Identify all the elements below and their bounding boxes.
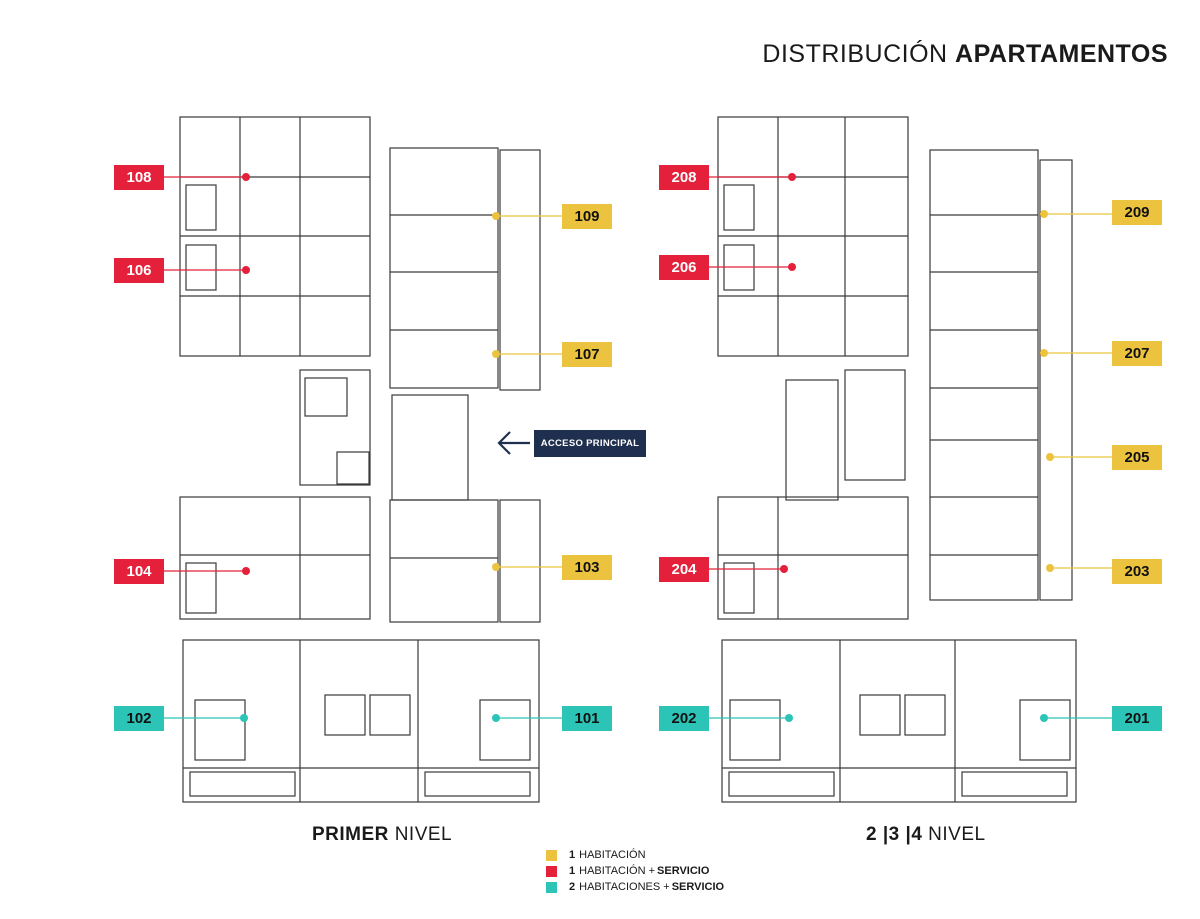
- unit-tag-202[interactable]: 202: [659, 706, 709, 731]
- plan-first-level: [179, 116, 541, 803]
- plan-upper-levels: [717, 116, 1077, 803]
- unit-tag-208[interactable]: 208: [659, 165, 709, 190]
- level-upper-bold: 2 |3 |4: [866, 824, 923, 845]
- block-left-lower: [179, 496, 371, 620]
- title-light: DISTRIBUCIÓN: [762, 40, 948, 68]
- balcony-hatch: [1039, 159, 1073, 601]
- legend-text: HABITACIÓN +: [579, 865, 656, 877]
- balcony-hatch: [185, 562, 217, 614]
- unit-tag-206[interactable]: 206: [659, 255, 709, 280]
- stair-core: [299, 369, 371, 486]
- legend-text: HABITACIONES +: [579, 881, 670, 893]
- unit-tag-204[interactable]: 204: [659, 557, 709, 582]
- unit-dots: [240, 173, 1054, 722]
- legend-extra: SERVICIO: [671, 881, 725, 893]
- legend-num: 2: [569, 881, 576, 893]
- access-label: ACCESO PRINCIPAL: [534, 430, 646, 457]
- legend-text: HABITACIÓN: [579, 849, 646, 861]
- level-upper-light: NIVEL: [928, 824, 986, 845]
- block-right-column: [929, 149, 1039, 601]
- title-bold: APARTAMENTOS: [955, 40, 1168, 68]
- level-first-light: NIVEL: [394, 824, 453, 845]
- unit-tag-205[interactable]: 205: [1112, 445, 1162, 470]
- block-center-upper: [389, 147, 499, 389]
- legend-swatch: [546, 865, 557, 877]
- balcony-hatch: [185, 244, 217, 291]
- unit-tag-209[interactable]: 209: [1112, 200, 1162, 225]
- block-bottom: [721, 639, 1077, 803]
- unit-tag-103[interactable]: 103: [562, 555, 612, 580]
- balcony-hatch: [499, 499, 541, 623]
- unit-tag-102[interactable]: 102: [114, 706, 164, 731]
- unit-tag-207[interactable]: 207: [1112, 341, 1162, 366]
- stair-core: [785, 379, 839, 501]
- unit-tag-203[interactable]: 203: [1112, 559, 1162, 584]
- block-left-lower: [717, 496, 909, 620]
- level-label-first: PRIMER NIVEL: [312, 824, 452, 846]
- leader-lines: [164, 176, 1112, 719]
- unit-tag-104[interactable]: 104: [114, 559, 164, 584]
- legend-extra: SERVICIO: [657, 865, 710, 877]
- legend-num: 1: [569, 849, 576, 861]
- unit-tag-108[interactable]: 108: [114, 165, 164, 190]
- unit-tag-106[interactable]: 106: [114, 258, 164, 283]
- page-title: DISTRIBUCIÓN APARTAMENTOS: [762, 40, 1168, 69]
- legend-num: 1: [569, 865, 576, 877]
- block-bottom: [182, 639, 540, 803]
- elevator: [336, 451, 370, 485]
- unit-tag-201[interactable]: 201: [1112, 706, 1162, 731]
- balcony-hatch: [499, 149, 541, 391]
- legend-swatch: [546, 849, 557, 861]
- unit-tag-101[interactable]: 101: [562, 706, 612, 731]
- access-arrow-icon: [497, 431, 530, 455]
- level-first-bold: PRIMER: [312, 824, 389, 845]
- unit-tag-109[interactable]: 109: [562, 204, 612, 229]
- block-center-lower: [389, 499, 499, 623]
- unit-tag-107[interactable]: 107: [562, 342, 612, 367]
- balcony-hatch: [185, 184, 217, 231]
- legend-swatch: [546, 881, 557, 893]
- level-label-upper: 2 |3 |4 NIVEL: [866, 824, 986, 846]
- lobby: [391, 394, 469, 501]
